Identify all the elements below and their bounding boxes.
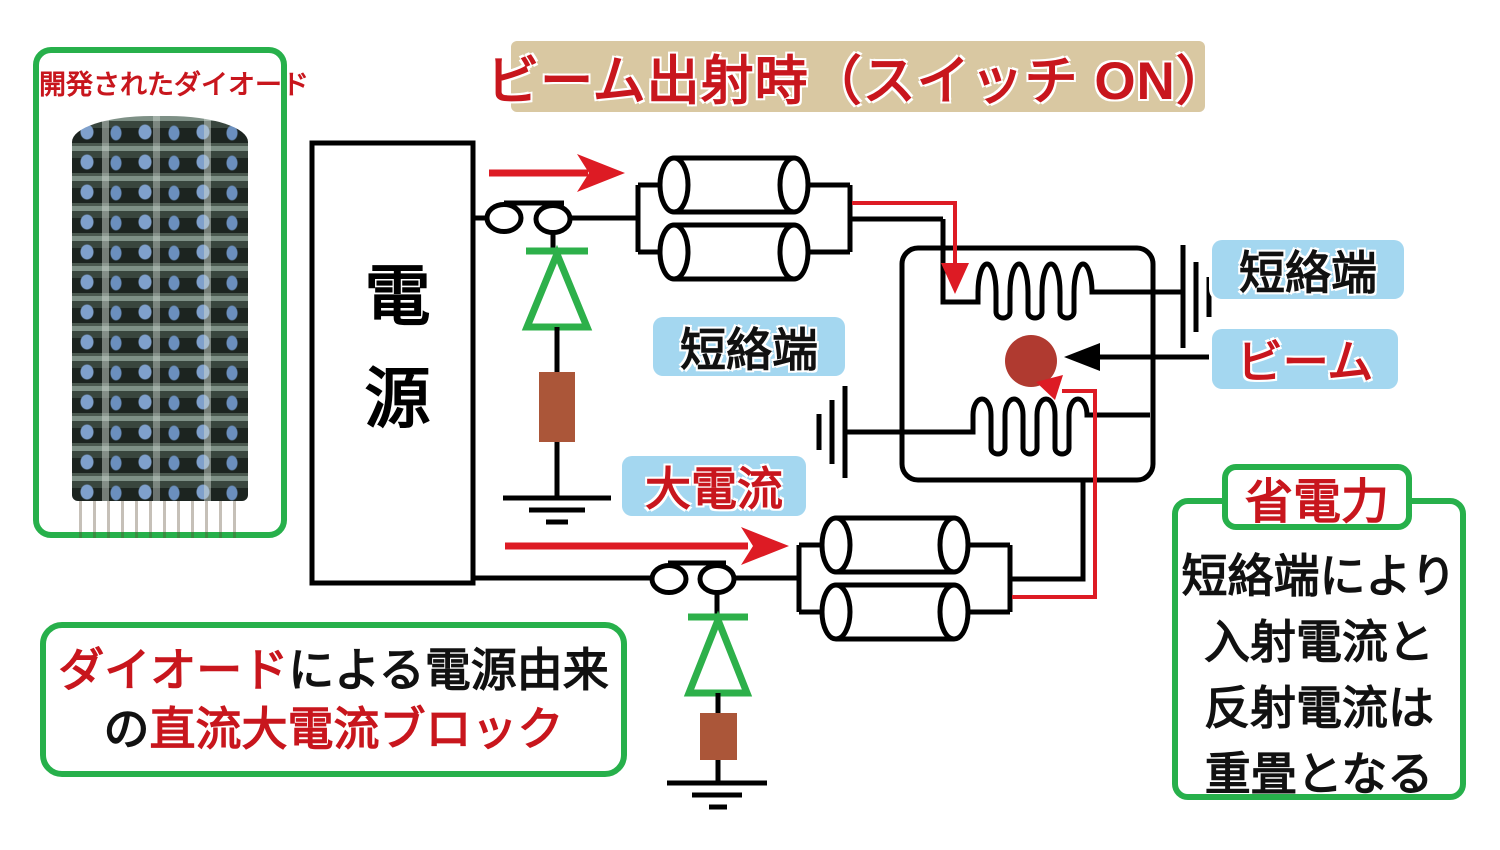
short-end-ground-icon-left [816,386,848,478]
incident-current-path-top [852,201,957,266]
beam-dot [1005,335,1057,387]
diode-icon-top [521,244,593,331]
switch-on-icon-bottom [649,560,737,595]
coil-icon-top [940,219,1183,321]
power-supply-label: 電源 [355,260,430,466]
ground-icon-bottom [667,780,767,810]
red-arrowhead [1036,375,1063,400]
large-current-label: 大電流 [622,456,806,516]
short-end-ground-icon-right [1180,245,1212,348]
note-line-1: ダイオードによる電源由来 [58,643,609,696]
power-saving-line: 重畳となる [1204,748,1434,800]
diode-icon-bottom [683,610,753,697]
coil-icon-bottom [845,396,1150,457]
incident-current-path-bottom [1012,389,1097,599]
power-saving-line: 短絡端により [1181,550,1457,602]
power-saving-text: 短絡端により 入射電流と 反射電流は 重畳となる [1178,540,1460,800]
coax-line-icon-top [635,155,853,282]
power-saving-line: 入射電流と [1204,616,1434,668]
coax-line-icon-bottom [796,515,1013,642]
resistor-icon-bottom [700,713,737,760]
resistor-icon-top [539,372,575,442]
wire [1010,480,1086,582]
diode-block-note: ダイオードによる電源由来 の直流大電流ブロック [40,622,627,777]
power-saving-line: 反射電流は [1204,682,1434,734]
beam-label: ビーム [1212,329,1398,389]
diode-stack-photo [72,116,248,501]
note-line-2: の直流大電流ブロック [103,702,564,755]
beam-arrowhead [1064,343,1100,371]
photo-caption: 開発されたダイオード [39,70,309,100]
kicker-magnet-box [899,245,1156,483]
page-title: ビーム出射時（スイッチ ON） [486,41,1229,112]
developed-diode-photo-box: 開発されたダイオード [33,47,309,538]
ground-icon-top [503,495,611,525]
diode-stack-base [79,501,241,538]
power-supply-box [309,140,476,586]
red-arrowhead [741,527,789,565]
short-end-label-right: 短絡端 [1212,240,1404,299]
red-arrowhead [577,154,625,192]
power-saving-box [1172,498,1466,800]
red-arrowhead [941,263,969,294]
power-saving-title: 省電力 [1222,464,1412,530]
short-end-label-left: 短絡端 [653,317,845,376]
switch-on-icon-top [484,200,573,235]
